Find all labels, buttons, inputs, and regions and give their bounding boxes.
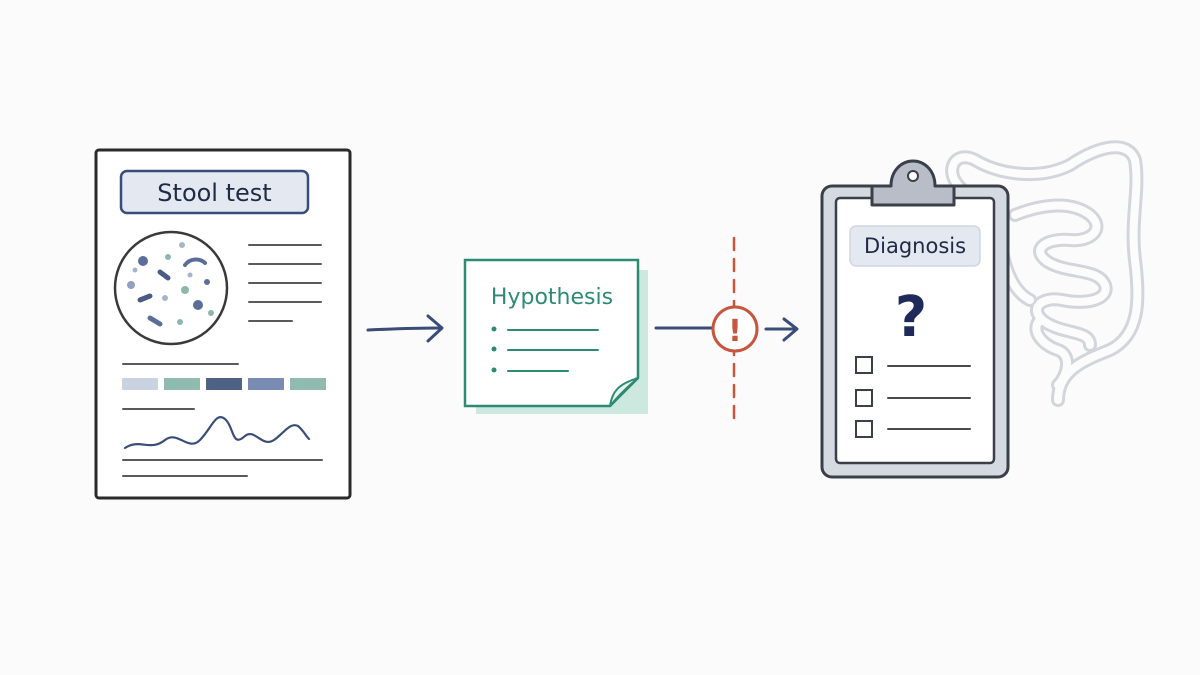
- hypothesis-label: Hypothesis: [491, 285, 613, 310]
- clip-hole: [907, 170, 919, 182]
- diagnosis-label-box: [849, 225, 981, 267]
- stool-test-label: Stool test: [157, 179, 271, 207]
- bar-swatch-icon: [122, 378, 326, 390]
- warning-glyph: !: [728, 314, 742, 349]
- stool-test-document: Stool test: [94, 148, 352, 500]
- hypothesis-lines: [507, 329, 599, 372]
- arrow-right-icon: [366, 314, 444, 343]
- checkbox-icon: [855, 356, 873, 438]
- document-text-lines: [122, 244, 323, 477]
- question-mark: ?: [895, 285, 927, 350]
- microscope-dish-icon: [113, 230, 229, 346]
- sticky-note-icon: [463, 258, 640, 408]
- diagnosis-label: Diagnosis: [864, 234, 966, 258]
- arrow-right-icon: [764, 317, 799, 342]
- hypothesis-bullets: [491, 326, 497, 373]
- stool-test-label-box: [119, 169, 310, 215]
- checklist-lines: [887, 365, 971, 430]
- clipboard-icon: Diagnosis ?: [820, 159, 1010, 479]
- hypothesis-note: Hypothesis: [463, 258, 648, 414]
- waveform-icon: [123, 416, 311, 450]
- clipboard-clip: [870, 159, 956, 207]
- note-curl: [609, 377, 639, 407]
- warning-icon: !: [711, 305, 759, 353]
